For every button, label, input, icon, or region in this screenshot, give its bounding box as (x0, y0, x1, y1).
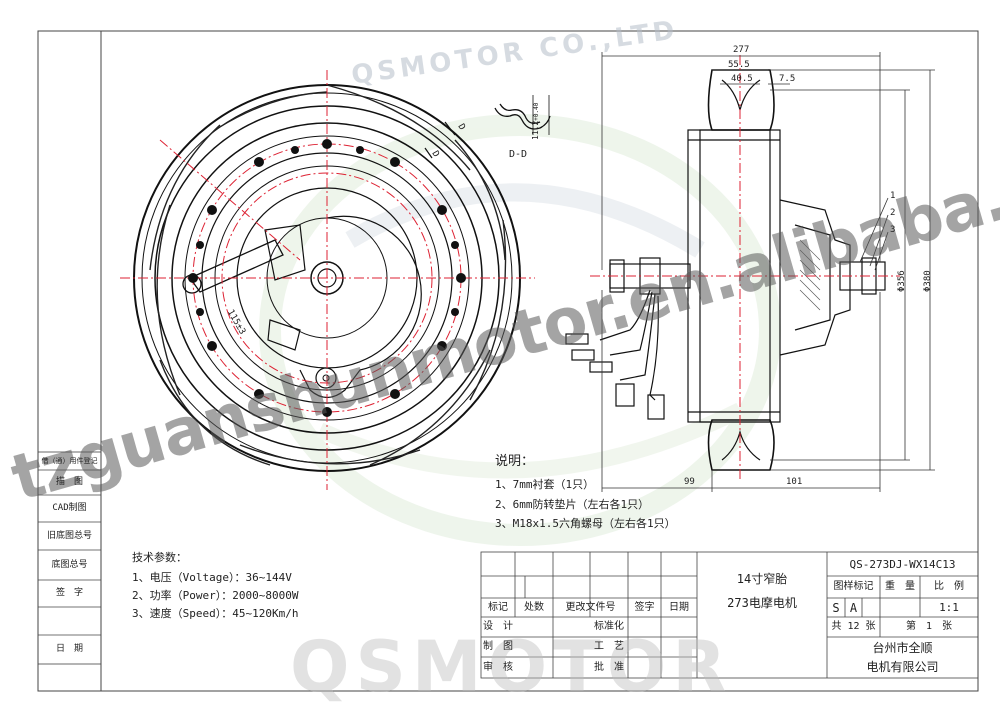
callout-3: 3 (890, 225, 896, 235)
left-table-row-3: CAD制图 (52, 503, 87, 513)
note-item-1: 1、7mm衬套（1只） (495, 478, 595, 491)
tb-drawing-no: QS-273DJ-WX14C13 (849, 557, 956, 571)
spec-power: 2、功率（Power）：2000~8000W (132, 589, 299, 602)
tb-header-change-doc: 更改文件号 (565, 601, 616, 613)
section-dim-tol: +0.40 (533, 102, 540, 121)
dim-40-5: 40.5 (731, 74, 753, 84)
left-record-table (37, 451, 102, 665)
bolt-ring (188, 139, 466, 417)
dim-dia-inner: Φ356 (897, 270, 907, 292)
left-table-row-1: 借（通）用件登记 (41, 456, 98, 465)
tb-process: 工 艺 (594, 641, 624, 652)
tb-design: 设 计 (483, 621, 513, 632)
section-dim-value: 11.2 (531, 120, 540, 140)
tb-mark-s: S (832, 600, 840, 615)
dim-7-5: 7.5 (779, 74, 796, 84)
note-item-2: 2、6mm防转垫片（左右各1只） (495, 498, 650, 511)
callout-2: 2 (890, 208, 896, 218)
left-table-row-7: 日 期 (55, 644, 83, 654)
watermark-brand: QSMOTOR (290, 626, 733, 708)
tb-standard: 标准化 (594, 621, 624, 632)
dim-dia-outer: Φ380 (923, 270, 933, 292)
tb-company-1: 台州市全顺 (872, 640, 933, 655)
tb-company-2: 电机有限公司 (866, 660, 939, 674)
tb-weight-label: 重 量 (885, 581, 915, 592)
tb-mark-label: 图样标记 (833, 581, 874, 592)
tb-header-mark: 标记 (488, 601, 508, 613)
dim-overall-width: 277 (733, 45, 750, 55)
tb-mark-a: A (849, 600, 858, 615)
tb-scale-value: 1:1 (939, 601, 959, 614)
section-d-d (494, 95, 551, 135)
tb-review: 审 核 (483, 661, 513, 673)
section-dim: 11.2+0.40 (531, 102, 540, 140)
dimension-lines (601, 52, 935, 492)
tb-header-sign: 签字 (634, 601, 655, 613)
tb-scale-label: 比 例 (934, 581, 964, 592)
specs-heading: 技术参数： (132, 551, 187, 564)
tb-total-sheets: 共 12 张 (831, 621, 876, 632)
spec-speed: 3、速度（Speed）：45~120Km/h (132, 607, 299, 620)
notes-heading: 说明： (495, 454, 535, 469)
left-table-row-4: 旧底图总号 (46, 530, 92, 541)
tb-product-name-2: 273电摩电机 (727, 596, 797, 610)
dim-55-5: 55.5 (728, 60, 750, 70)
spec-voltage: 1、电压（Voltage）：36~144V (132, 571, 292, 584)
dim-right-ext: 101 (786, 477, 803, 487)
callout-1: 1 (890, 191, 896, 201)
left-table-row-2: 描 图 (55, 477, 83, 487)
inner-border (100, 30, 979, 692)
tb-draw: 制 图 (483, 641, 513, 652)
section-label: D-D (509, 149, 528, 160)
tb-header-date: 日期 (669, 601, 689, 613)
tb-header-count: 处数 (524, 601, 544, 613)
left-table-row-6: 签 字 (55, 588, 83, 598)
dim-left-ext: 99 (684, 477, 695, 487)
title-block (480, 551, 979, 679)
tb-product-name-1: 14寸窄胎 (736, 572, 788, 586)
left-table-row-5: 底图总号 (51, 559, 88, 570)
hatching (799, 239, 821, 311)
note-item-3: 3、M18x1.5六角螺母（左右各1只） (495, 517, 676, 530)
tb-approve: 批 准 (594, 661, 624, 673)
tb-sheet-no: 第 1 张 (905, 621, 953, 632)
